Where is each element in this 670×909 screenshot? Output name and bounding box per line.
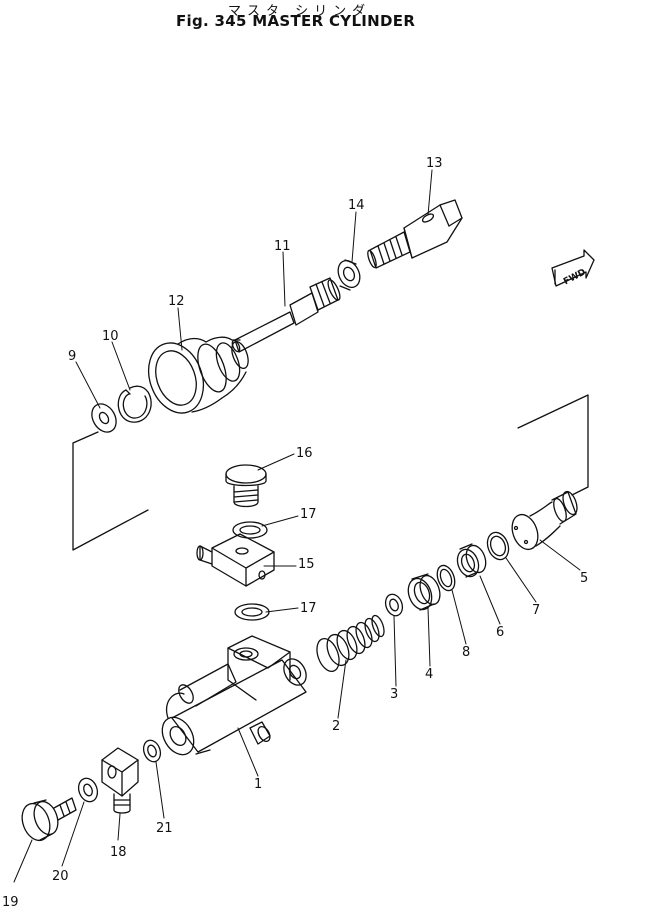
callout-15: 15	[298, 557, 315, 572]
callout-20: 20	[52, 869, 69, 884]
callout-17-upper: 17	[300, 507, 317, 522]
callout-6: 6	[496, 625, 504, 640]
assembly-bracket-left	[72, 431, 149, 551]
part-bolt	[21, 797, 77, 842]
part-clevis	[367, 199, 463, 269]
part-piston	[511, 490, 578, 551]
callout-11: 11	[274, 239, 291, 254]
callout-17-lower: 17	[300, 601, 317, 616]
callout-21: 21	[156, 821, 173, 836]
part-block	[196, 533, 275, 587]
part-gasket-upper	[232, 521, 268, 539]
part-ring	[486, 531, 510, 561]
part-spring	[316, 614, 385, 672]
part-washer-small	[142, 739, 162, 763]
part-cylinder-body	[161, 635, 307, 756]
callout-18: 18	[110, 845, 127, 860]
part-snap-ring	[117, 385, 152, 423]
part-secondary-cup	[456, 543, 487, 578]
callout-16: 16	[296, 446, 313, 461]
part-lock-nut	[337, 259, 361, 291]
assembly-bracket-right	[517, 394, 589, 496]
forward-direction-icon	[551, 249, 595, 287]
part-push-rod	[231, 277, 341, 353]
part-adapter	[101, 747, 139, 814]
callout-3: 3	[390, 687, 398, 702]
callout-7: 7	[532, 603, 540, 618]
callout-10: 10	[102, 329, 119, 344]
part-primary-cup	[407, 573, 441, 611]
callout-4: 4	[425, 667, 433, 682]
part-washer	[91, 403, 117, 433]
callout-8: 8	[462, 645, 470, 660]
figure-header: マスタ シリンダ Fig. 345 MASTER CYLINDER	[0, 0, 670, 40]
callout-13: 13	[426, 156, 443, 171]
figure-title-japanese: マスタ シリンダ	[228, 4, 372, 19]
part-plug	[225, 464, 267, 508]
part-gasket-lower	[234, 603, 270, 621]
figure-title: Fig. 345 MASTER CYLINDER	[176, 12, 416, 30]
part-dust-boot	[147, 336, 249, 414]
callout-19: 19	[2, 895, 19, 909]
part-spring-seat	[384, 593, 404, 617]
part-washer-bottom	[77, 777, 99, 803]
callout-9: 9	[68, 349, 76, 364]
callout-1: 1	[254, 777, 262, 792]
forward-label: FWD	[562, 267, 587, 287]
callout-2: 2	[332, 719, 340, 734]
callout-14: 14	[348, 198, 365, 213]
callout-5: 5	[580, 571, 588, 586]
part-o-ring	[436, 564, 456, 592]
callout-12: 12	[168, 294, 185, 309]
leader-lines	[13, 169, 581, 883]
